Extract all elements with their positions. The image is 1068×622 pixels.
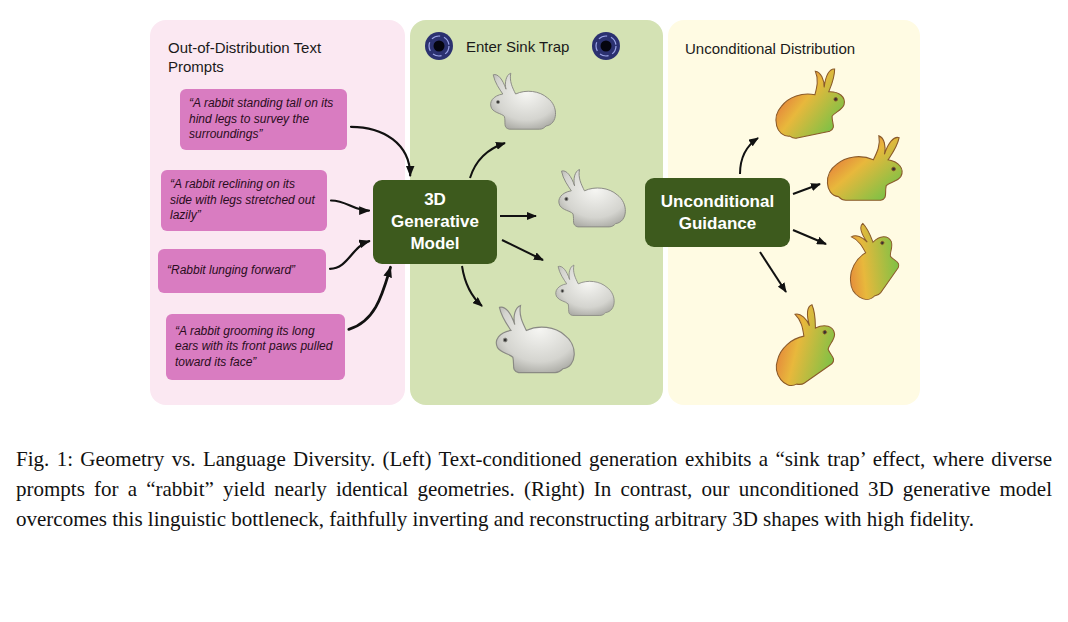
box-label: 3D Generative Model: [381, 189, 489, 255]
black-hole-icon: [601, 41, 612, 52]
output-arrow: [502, 240, 543, 260]
output-arrow: [500, 215, 536, 217]
output-arrow: [760, 252, 786, 292]
output-arrow: [793, 230, 826, 244]
black-hole-icon: [425, 32, 453, 60]
caption: Fig. 1: Geometry vs. Language Diversity.…: [16, 444, 1052, 534]
prompt-text: “A rabbit standing tall on its hind legs…: [189, 96, 338, 143]
output-arrow: [793, 184, 820, 194]
panel-heading: Enter Sink Trap: [466, 37, 626, 56]
colored-rabbit: [767, 67, 850, 142]
black-hole-icon: [434, 41, 445, 52]
black-hole-icon: [592, 32, 620, 60]
prompt-panel: Out-of-Distribution Text Prompts “A rabbi…: [150, 20, 405, 405]
grey-rabbit: [556, 265, 614, 315]
black-hole-icon: [596, 36, 616, 56]
prompt-box: “A rabbit reclining on its side with leg…: [161, 170, 327, 231]
colored-rabbit: [827, 136, 902, 200]
panel-heading: Unconditional Distribution: [685, 39, 910, 58]
panel-heading: Out-of-Distribution Text Prompts: [168, 38, 368, 76]
grey-rabbit: [491, 73, 556, 129]
prompt-text: “A rabbit reclining on its side with leg…: [170, 177, 318, 224]
prompt-arrow: [351, 127, 410, 176]
grey-rabbit: [491, 73, 626, 372]
grey-rabbit: [496, 305, 574, 372]
colored-rabbit: [755, 302, 849, 393]
box-label: Unconditional Guidance: [653, 191, 782, 235]
black-hole-icon: [429, 36, 449, 56]
prompt-box: “A rabbit grooming its long ears with it…: [166, 314, 345, 380]
prompt-arrow: [331, 201, 369, 211]
prompt-arrow: [349, 267, 391, 329]
model-box: 3D Generative Model: [373, 180, 497, 264]
black-hole-icon: [425, 32, 453, 60]
output-arrow: [462, 266, 482, 306]
prompt-box: “Rabbit lunging forward”: [158, 249, 326, 293]
guidance-box: Unconditional Guidance: [645, 178, 790, 247]
output-arrow: [740, 138, 758, 174]
grey-rabbit: [559, 169, 626, 226]
colored-rabbit: [826, 220, 909, 305]
prompt-box: “A rabbit standing tall on its hind legs…: [180, 89, 347, 150]
prompt-text: “Rabbit lunging forward”: [167, 263, 295, 279]
colored-rabbit: [755, 67, 909, 393]
output-arrow: [462, 138, 826, 306]
black-hole-icon: [592, 32, 620, 60]
output-panel: Unconditional DistributionUnconditional …: [668, 20, 920, 405]
model-panel: Enter Sink Trap3D Generative Model: [410, 20, 663, 405]
prompt-arrow: [330, 241, 369, 269]
output-arrow: [470, 143, 505, 178]
prompt-text: “A rabbit grooming its long ears with it…: [175, 324, 336, 371]
